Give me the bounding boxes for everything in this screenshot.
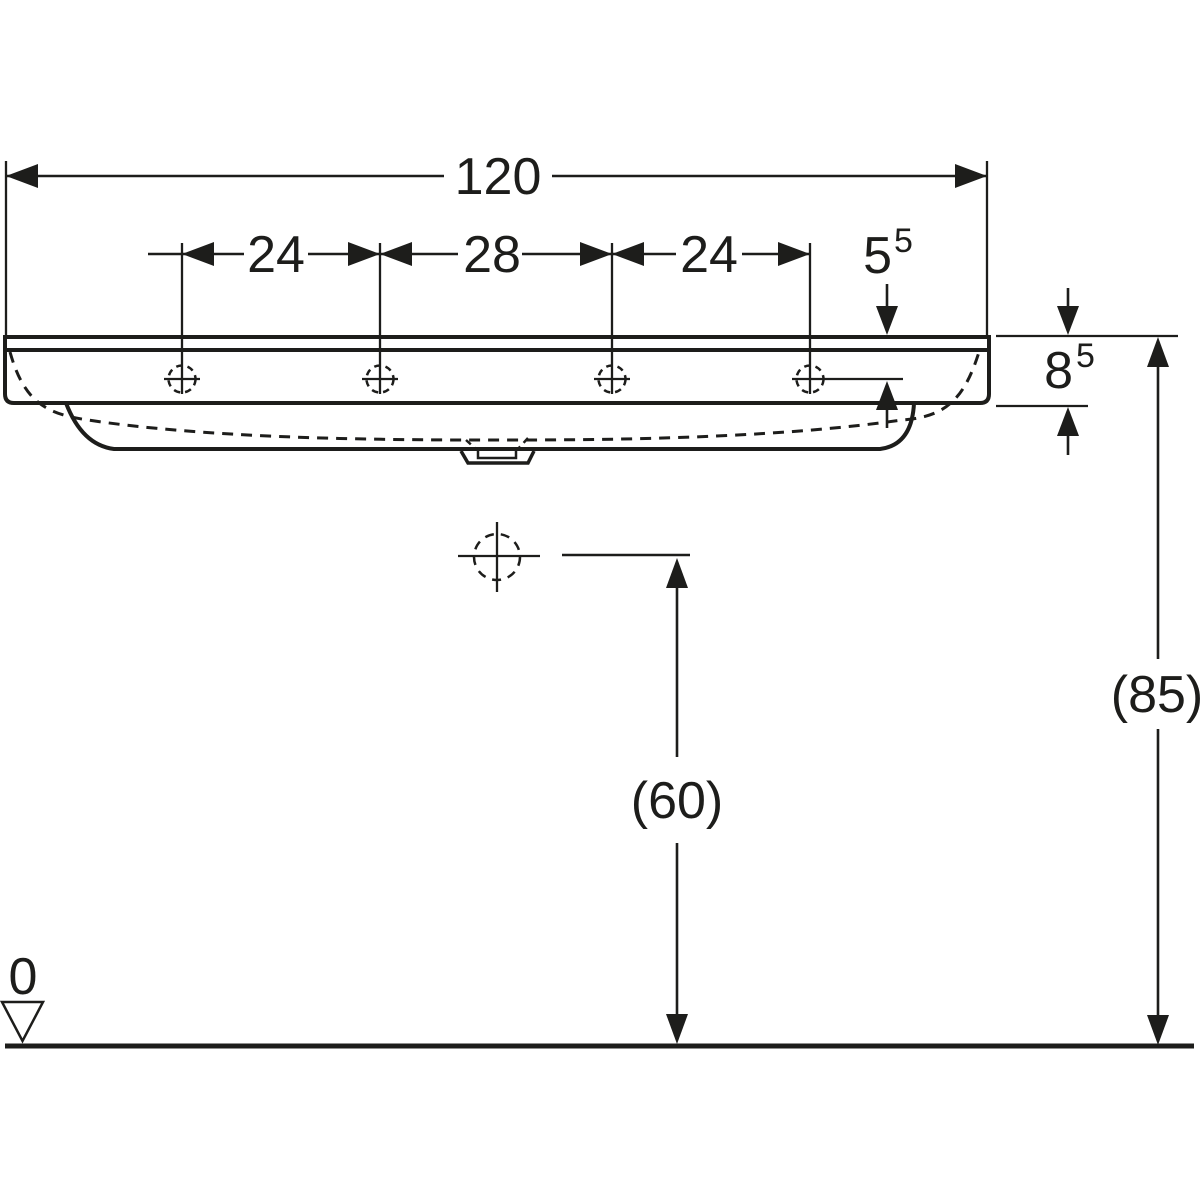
dimension-tap-hole-offset: 5 5 [863, 222, 913, 428]
arrowhead-left-icon [612, 242, 644, 266]
drain-trap-inner [476, 451, 518, 460]
arrowhead-up-icon [1057, 407, 1079, 436]
bowl-drain-slant-right [516, 437, 529, 451]
arrowhead-right-icon [580, 242, 612, 266]
arrowhead-down-icon [1057, 306, 1079, 335]
arrowhead-left-icon [182, 242, 214, 266]
tap-offset-superscript: 5 [894, 222, 913, 260]
dimension-overall-height: (85) [1111, 337, 1200, 1045]
apron-height-superscript: 5 [1076, 337, 1095, 375]
arrowhead-right-icon [778, 242, 810, 266]
span-right-value: 24 [680, 226, 738, 284]
overall-height-value: (85) [1111, 666, 1200, 724]
dimension-tap-hole-spacing: 24 28 24 [148, 226, 812, 394]
span-center-value: 28 [463, 226, 521, 284]
drain-height-value: (60) [631, 772, 723, 830]
span-left-value: 24 [247, 226, 305, 284]
drain-center-symbol-icon [458, 522, 540, 592]
datum-triangle-icon [0, 1000, 46, 1044]
tap-offset-value: 5 [863, 227, 892, 285]
dimension-overall-width: 120 [4, 148, 989, 336]
arrowhead-up-icon [876, 381, 898, 410]
arrowhead-left-icon [6, 164, 38, 188]
arrowhead-down-icon [1147, 1015, 1169, 1045]
dimension-apron-height: 8 5 [996, 288, 1178, 455]
arrowhead-down-icon [876, 306, 898, 335]
arrowhead-right-icon [955, 164, 987, 188]
basin-front-view [3, 335, 991, 465]
basin-body-outline [3, 335, 991, 405]
basin-bowl-outline [64, 402, 916, 451]
bowl-hidden-profile-curve [8, 351, 981, 442]
arrowhead-right-icon [348, 242, 380, 266]
bowl-drain-slant-left [465, 439, 478, 451]
arrowhead-left-icon [380, 242, 412, 266]
arrowhead-down-icon [666, 1014, 688, 1044]
arrowhead-up-icon [1147, 337, 1169, 367]
dimension-drain-height: (60) [562, 553, 723, 1044]
datum-zero-label: 0 [9, 948, 38, 1006]
floor-datum: 0 [0, 948, 1194, 1049]
apron-height-value: 8 [1044, 342, 1073, 400]
arrowhead-up-icon [666, 558, 688, 588]
overall-width-value: 120 [455, 148, 542, 206]
